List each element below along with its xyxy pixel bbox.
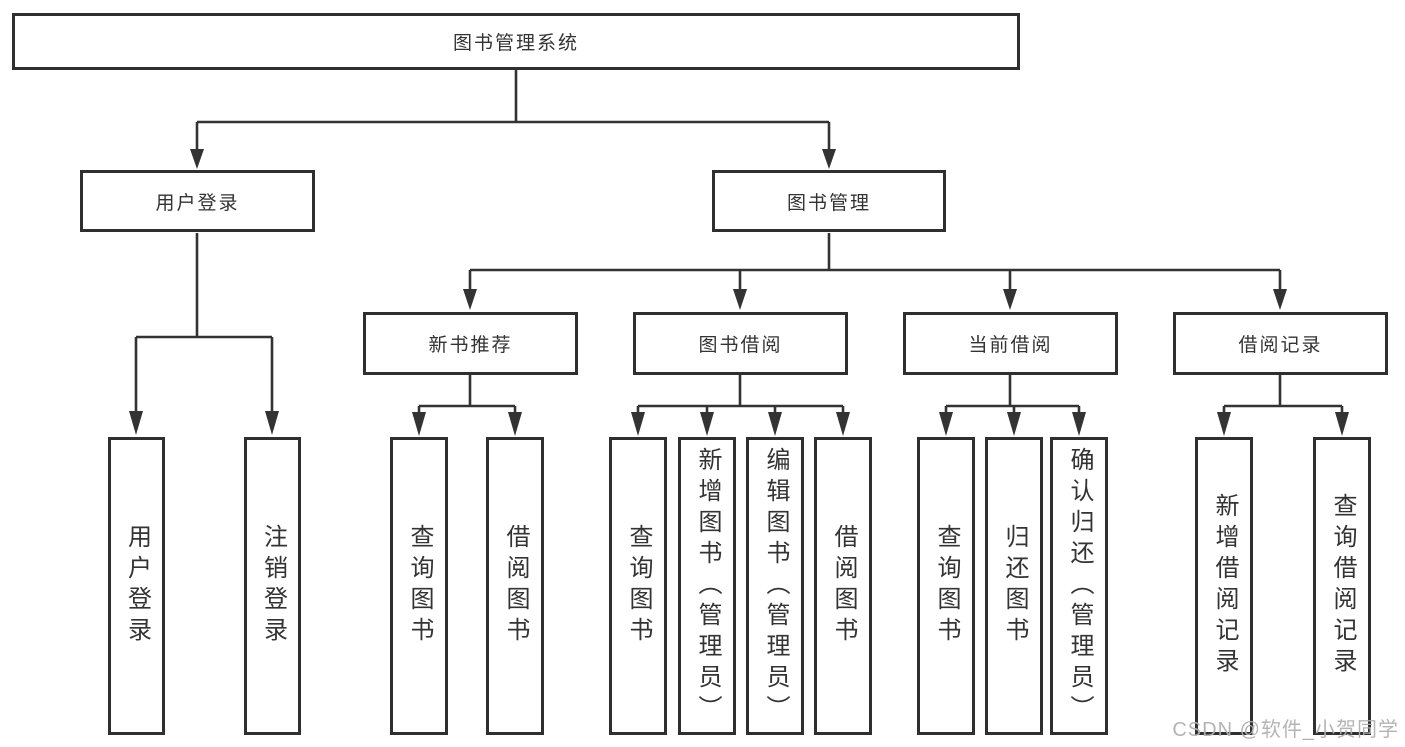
node-root: 图书管理系统 — [12, 13, 1020, 70]
node-new-book-recommendation: 新书推荐 — [363, 312, 578, 375]
node-borrowing-records-label: 借阅记录 — [1238, 335, 1323, 356]
connector-current-branch — [939, 375, 1086, 436]
leaf-nbr-borrow-books: 借阅图书 — [486, 437, 544, 735]
leaf-nbr-borrow-books-label: 借阅图书 — [502, 524, 529, 648]
node-user-login-group: 用户登录 — [80, 170, 315, 232]
connector-records-branch — [1217, 375, 1349, 436]
node-new-book-recommendation-label: 新书推荐 — [428, 335, 513, 356]
node-root-label: 图书管理系统 — [452, 33, 579, 54]
leaf-cb-query-books-label: 查询图书 — [933, 524, 960, 648]
leaf-br-query-record-label: 查询借阅记录 — [1329, 493, 1356, 679]
node-book-management-group-label: 图书管理 — [786, 192, 871, 214]
leaf-bb-query-books: 查询图书 — [609, 437, 667, 735]
leaf-cb-confirm-return-admin-label: 确认归还（管理员） — [1066, 446, 1093, 726]
node-current-borrowing-label: 当前借阅 — [968, 335, 1053, 356]
node-current-borrowing: 当前借阅 — [903, 312, 1118, 375]
leaf-logout: 注销登录 — [244, 437, 301, 735]
csdn-watermark: CSDN @软件_小贺同学 — [1172, 719, 1399, 741]
leaf-bb-query-books-label: 查询图书 — [625, 524, 652, 648]
node-book-borrowing: 图书借阅 — [633, 312, 848, 375]
leaf-bb-edit-books-admin-label: 编辑图书（管理员） — [762, 446, 789, 726]
leaf-cb-return-books: 归还图书 — [985, 437, 1043, 735]
leaf-br-add-record: 新增借阅记录 — [1195, 437, 1253, 735]
leaf-nbr-query-books-label: 查询图书 — [406, 524, 433, 648]
leaf-cb-confirm-return-admin: 确认归还（管理员） — [1050, 437, 1108, 735]
leaf-bb-edit-books-admin: 编辑图书（管理员） — [746, 437, 804, 735]
leaf-cb-query-books: 查询图书 — [917, 437, 975, 735]
leaf-user-login: 用户登录 — [108, 437, 165, 735]
node-book-borrowing-label: 图书借阅 — [698, 335, 783, 356]
leaf-logout-label: 注销登录 — [259, 524, 287, 648]
leaf-bb-borrow-books: 借阅图书 — [814, 437, 872, 735]
connector-login-branch — [129, 233, 279, 435]
leaf-br-query-record: 查询借阅记录 — [1313, 437, 1371, 735]
leaf-bb-borrow-books-label: 借阅图书 — [830, 524, 857, 648]
connector-borrowing-branch — [631, 375, 850, 436]
connector-root-branch — [190, 70, 836, 169]
leaf-cb-return-books-label: 归还图书 — [1001, 524, 1028, 648]
node-user-login-group-label: 用户登录 — [155, 192, 240, 214]
leaf-br-add-record-label: 新增借阅记录 — [1211, 493, 1238, 679]
leaf-bb-add-books-admin-label: 新增图书（管理员） — [694, 446, 721, 726]
connector-newbook-branch — [412, 375, 522, 436]
node-book-management-group: 图书管理 — [712, 170, 946, 232]
leaf-nbr-query-books: 查询图书 — [390, 437, 448, 735]
leaf-bb-add-books-admin: 新增图书（管理员） — [678, 437, 736, 735]
node-borrowing-records: 借阅记录 — [1173, 312, 1388, 375]
connector-management-branch — [463, 233, 1287, 310]
leaf-user-login-label: 用户登录 — [123, 524, 151, 648]
